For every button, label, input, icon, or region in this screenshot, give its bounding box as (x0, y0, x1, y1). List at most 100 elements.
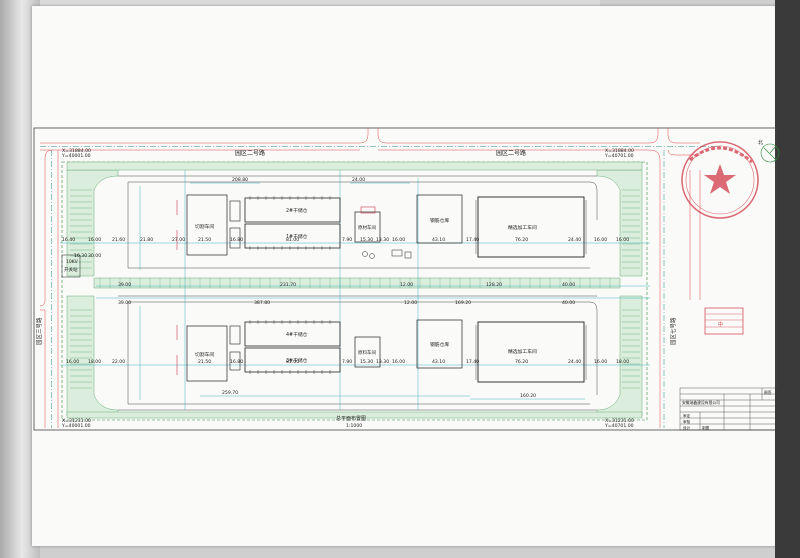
dim: 7.90 (342, 359, 352, 365)
dim: 231.70 (280, 282, 296, 288)
s-workshop-label: 切割车间 (195, 351, 214, 358)
s-warehouse-a (244, 321, 341, 347)
company-seal (681, 141, 759, 219)
dim: 21.80 (140, 237, 153, 243)
dim: 16.00 (616, 237, 629, 243)
substation (61, 254, 81, 278)
coord-br-2: Y=40701.00 (604, 423, 634, 429)
n-small (354, 211, 381, 243)
dim: 387.80 (254, 300, 270, 306)
dim: 16.00 (88, 237, 101, 243)
internal-roads (118, 175, 598, 411)
coord-tl-1: X=31884.00 (62, 148, 91, 154)
dim: 128.20 (486, 282, 502, 288)
title-block-header: 图签 (764, 390, 772, 395)
dim: 30.00 (88, 253, 101, 259)
s-warehouse-b (244, 347, 341, 373)
s-warehouse-a-label: 4#干储仓 (286, 331, 308, 338)
middle-hatch (99, 278, 611, 288)
dim: 43.10 (432, 237, 445, 243)
coord-br-1: X=31231.00 (605, 418, 634, 424)
road-label-top-left: 园区二号路 (235, 149, 265, 157)
substation-label: 10KV (66, 259, 79, 265)
approval-stamp (704, 307, 744, 335)
dimension-lines (60, 170, 650, 410)
dim: 39.00 (118, 282, 131, 288)
n-finish (477, 196, 585, 258)
dim: 16.00 (594, 359, 607, 365)
plan-scale: 1:1000 (346, 423, 362, 429)
dim: 21.50 (198, 237, 211, 243)
dim: 12.00 (400, 282, 413, 288)
coord-tr-2: Y=40701.00 (604, 153, 634, 159)
dim: 16.30 (74, 253, 87, 259)
dim: 16.40 (62, 237, 75, 243)
dim: 16.00 (66, 359, 79, 365)
n-workshop-label: 切割车间 (195, 223, 214, 230)
dim: 15.30 (360, 359, 373, 365)
n-warehouse-a-label: 2#干储仓 (286, 207, 308, 214)
dim: 18.00 (88, 359, 101, 365)
drawing-sheet (32, 6, 800, 546)
n-workshop (186, 194, 228, 256)
road-centerlines (40, 146, 720, 428)
north-zone (176, 194, 587, 259)
dim: 13.30 (376, 359, 389, 365)
s-small (354, 336, 381, 368)
stamp-text: 中 (718, 321, 723, 328)
dim: 40.00 (562, 282, 575, 288)
n-small-label: 原材车间 (358, 224, 376, 231)
dim: 16.00 (392, 237, 405, 243)
south-zone (176, 319, 587, 383)
n-warehouse-b (244, 223, 341, 249)
dim: 160.20 (520, 393, 536, 399)
dim: 16.00 (594, 237, 607, 243)
dim: 16.80 (230, 237, 243, 243)
dim: 27.00 (172, 237, 185, 243)
scan-edge (775, 0, 800, 558)
road-label-left: 园区三号路 (35, 317, 43, 345)
n-steel (416, 194, 463, 244)
dim: 16.00 (392, 359, 405, 365)
dim: 13.30 (376, 237, 389, 243)
dim: 15.30 (360, 237, 373, 243)
green-areas (66, 161, 643, 419)
dim: 24.40 (568, 237, 581, 243)
dim: 208.80 (232, 177, 248, 183)
s-finish (477, 321, 585, 383)
dim: 22.00 (112, 359, 125, 365)
north-label: 北 (758, 139, 763, 146)
title-block-company: 安徽瑞鑫建设有限公司 (682, 400, 720, 405)
n-warehouse-a (244, 197, 341, 223)
dim: 24.40 (568, 359, 581, 365)
red-lines (39, 128, 701, 428)
dim: 17.40 (466, 237, 479, 243)
dim: 39.00 (118, 300, 131, 306)
dim: 12.00 (404, 300, 417, 306)
coord-tr-1: X=31884.00 (605, 148, 634, 154)
dim: 21.50 (198, 359, 211, 365)
dim: 21.60 (112, 237, 125, 243)
dim: 81.00 (286, 359, 299, 365)
title-block-row: 设计 (683, 425, 691, 430)
north-arrow (760, 143, 780, 163)
s-workshop (186, 325, 228, 382)
s-warehouse-b-label: 3#干储仓 (286, 357, 308, 364)
dim: 24.00 (352, 177, 365, 183)
site-boundary (61, 161, 648, 421)
road-label-right: 园区七号路 (669, 317, 677, 345)
dim: 169.20 (455, 300, 471, 306)
s-small-label: 原料车间 (358, 349, 376, 356)
dim: 76.20 (515, 237, 528, 243)
n-finish-label: 精选加工车间 (508, 224, 537, 231)
substation-label-2: 开关站 (64, 266, 78, 273)
coord-tl-2: Y=40001.00 (61, 153, 91, 159)
dim: 81.00 (286, 237, 299, 243)
drawing-frame (33, 127, 777, 431)
road-label-top-right: 园区二号路 (496, 149, 526, 157)
coord-bl-2: Y=40001.00 (61, 423, 91, 429)
dim: 17.40 (466, 359, 479, 365)
title-block-row: 审核 (683, 419, 691, 424)
middle-green-strip (93, 277, 621, 289)
